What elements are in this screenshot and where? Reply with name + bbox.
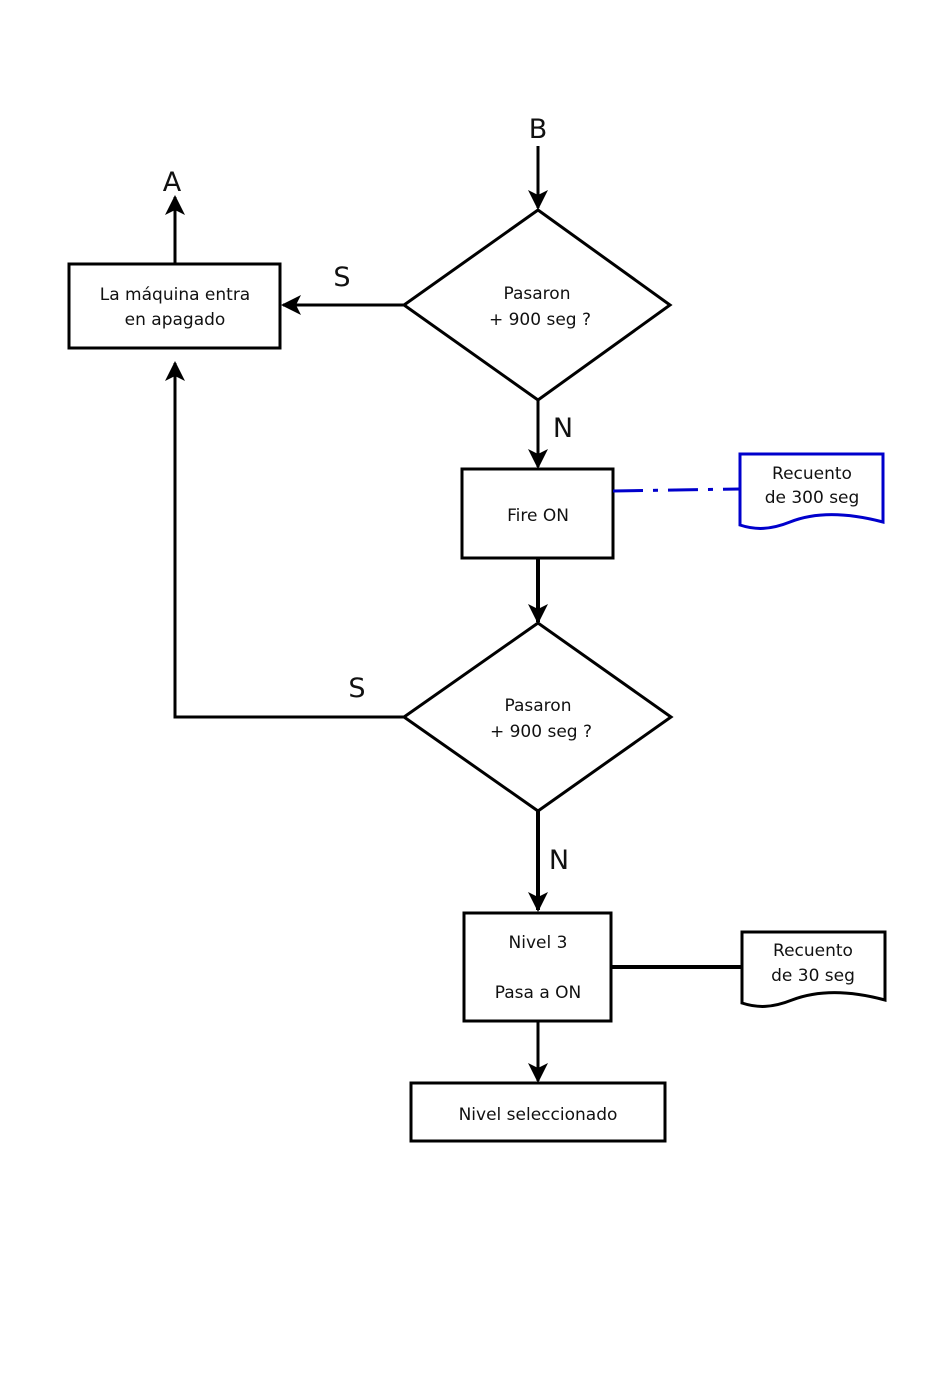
arrow-decision2-yes [175, 363, 404, 717]
fire-on-label: Fire ON [507, 506, 569, 526]
decision-1-diamond [404, 210, 670, 400]
shutdown-box-line1: La máquina entra [100, 285, 250, 305]
note-1-line1: Recuento [772, 464, 852, 484]
decision-1-line1: Pasaron [504, 284, 571, 304]
shutdown-box-line2: en apagado [125, 310, 226, 330]
decision-2-line1: Pasaron [505, 696, 572, 716]
decision-2-diamond [404, 623, 671, 811]
connector-a-label: A [163, 167, 182, 198]
connector-b-label: B [529, 114, 548, 145]
nivel-3-line1: Nivel 3 [509, 933, 568, 953]
decision-2-yes-label: S [348, 673, 365, 704]
nivel-3-line2: Pasa a ON [495, 983, 582, 1003]
decision-1-no-label: N [553, 413, 573, 444]
decision-1-yes-label: S [333, 262, 350, 293]
note-1-line2: de 300 seg [765, 488, 860, 508]
decision-2-line2: + 900 seg ? [490, 722, 592, 742]
note-2-line2: de 30 seg [771, 966, 855, 986]
nivel-seleccionado-label: Nivel seleccionado [459, 1105, 618, 1125]
note-2-line1: Recuento [773, 941, 853, 961]
decision-2-no-label: N [549, 845, 569, 876]
fire-to-note1-link [613, 489, 740, 491]
nivel-3-box [464, 913, 611, 1021]
decision-1-line2: + 900 seg ? [489, 310, 591, 330]
shutdown-box [69, 264, 280, 348]
